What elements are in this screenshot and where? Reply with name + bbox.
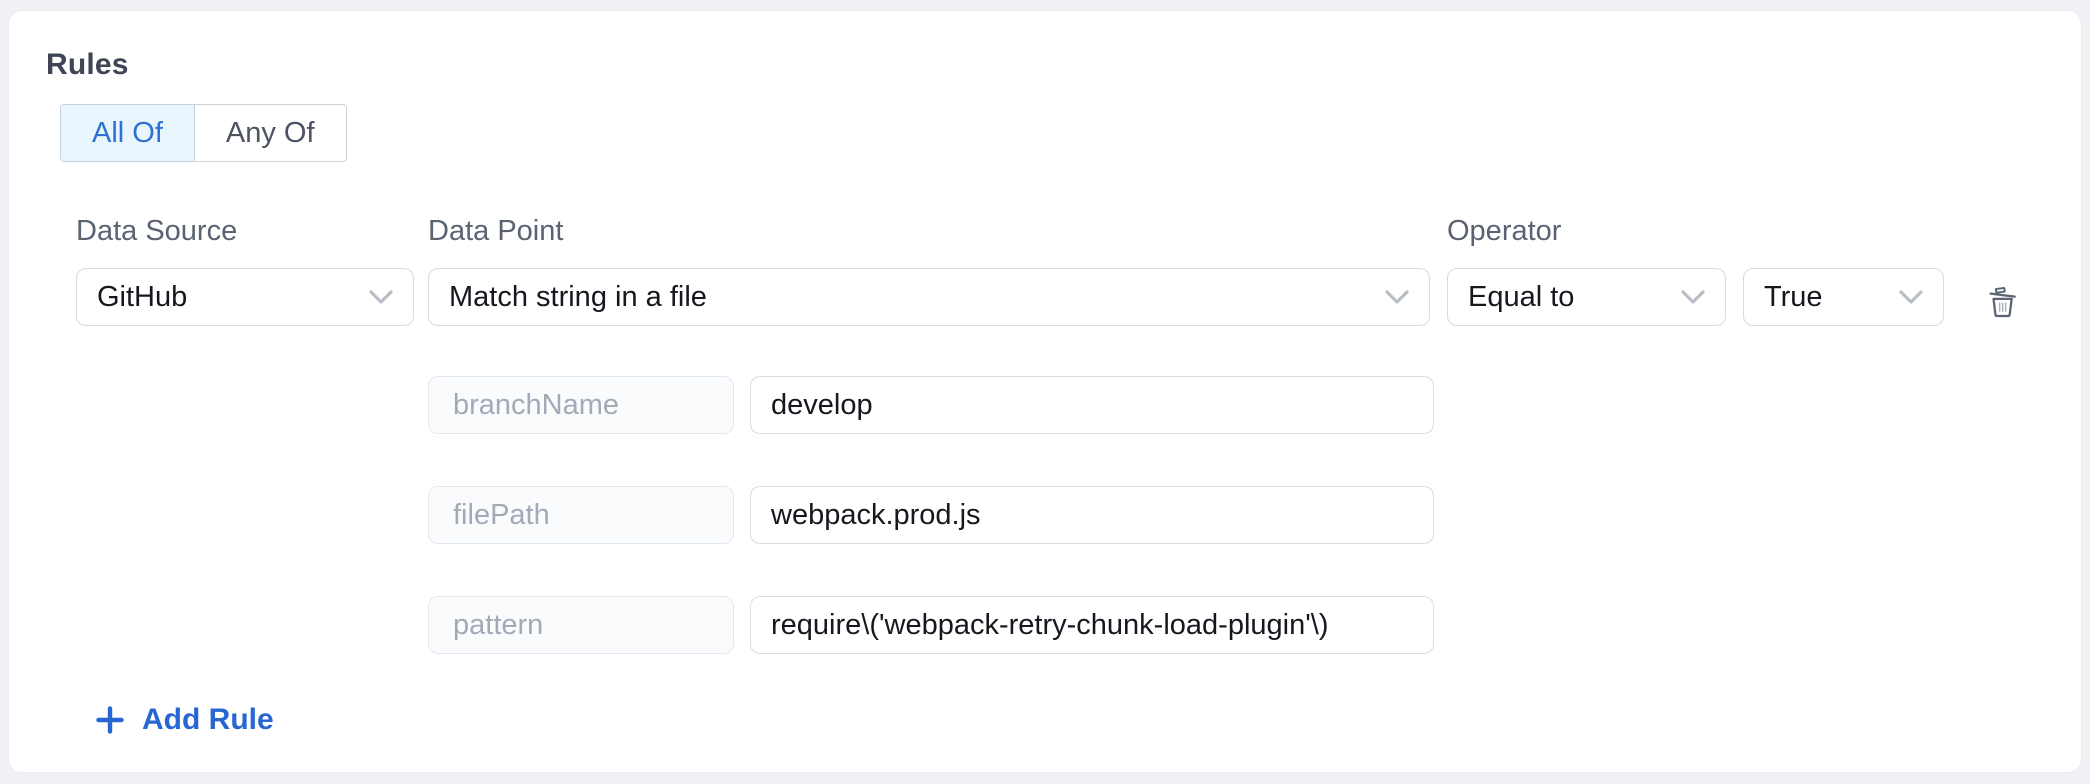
data-point-field: Data Point Match string in a file (428, 215, 1430, 326)
trash-icon (1989, 286, 2016, 318)
delete-rule-button[interactable] (1985, 275, 2021, 319)
toggle-any-of[interactable]: Any Of (193, 105, 346, 161)
chevron-down-icon (1681, 289, 1705, 304)
column-gap (1944, 218, 1985, 326)
param-key-file-path[interactable] (428, 486, 734, 544)
rules-card: Rules All Of Any Of Data Source GitHub D… (8, 10, 2082, 773)
operator-value-select[interactable]: True (1743, 268, 1944, 326)
data-source-label: Data Source (76, 215, 238, 247)
operator-label: Operator (1447, 215, 1562, 247)
param-value-branch-name[interactable] (750, 376, 1434, 434)
match-mode-toggle: All Of Any Of (60, 104, 347, 162)
toggle-all-of[interactable]: All Of (61, 105, 194, 161)
operator-value: Equal to (1468, 280, 1575, 313)
operator-field: Operator Equal to (1447, 215, 1726, 326)
chevron-down-icon (1385, 289, 1409, 304)
param-key-pattern[interactable] (428, 596, 734, 654)
column-gap (414, 218, 428, 326)
rule-parameters (428, 376, 2081, 654)
param-value-file-path[interactable] (750, 486, 1434, 544)
data-point-label: Data Point (428, 215, 564, 247)
data-source-value: GitHub (97, 280, 188, 313)
rule-row: Data Source GitHub Data Point Match stri… (76, 215, 2081, 326)
operator-value-field: True (1743, 218, 1944, 326)
operator-value-value: True (1764, 280, 1823, 313)
param-value-pattern[interactable] (750, 596, 1434, 654)
plus-icon (96, 706, 124, 734)
column-gap (1430, 218, 1447, 326)
param-row-branch-name (428, 376, 2081, 434)
operator-select[interactable]: Equal to (1447, 268, 1726, 326)
chevron-down-icon (369, 289, 393, 304)
param-row-pattern (428, 596, 2081, 654)
column-gap (1726, 218, 1743, 326)
data-point-value: Match string in a file (449, 280, 707, 313)
add-rule-button[interactable]: Add Rule (95, 703, 274, 737)
chevron-down-icon (1899, 289, 1923, 304)
rules-section-title: Rules (46, 48, 129, 81)
param-row-file-path (428, 486, 2081, 544)
data-source-select[interactable]: GitHub (76, 268, 414, 326)
param-key-branch-name[interactable] (428, 376, 734, 434)
add-rule-label: Add Rule (142, 703, 274, 736)
label-spacer (1743, 218, 1944, 268)
data-point-select[interactable]: Match string in a file (428, 268, 1430, 326)
data-source-field: Data Source GitHub (76, 215, 414, 326)
